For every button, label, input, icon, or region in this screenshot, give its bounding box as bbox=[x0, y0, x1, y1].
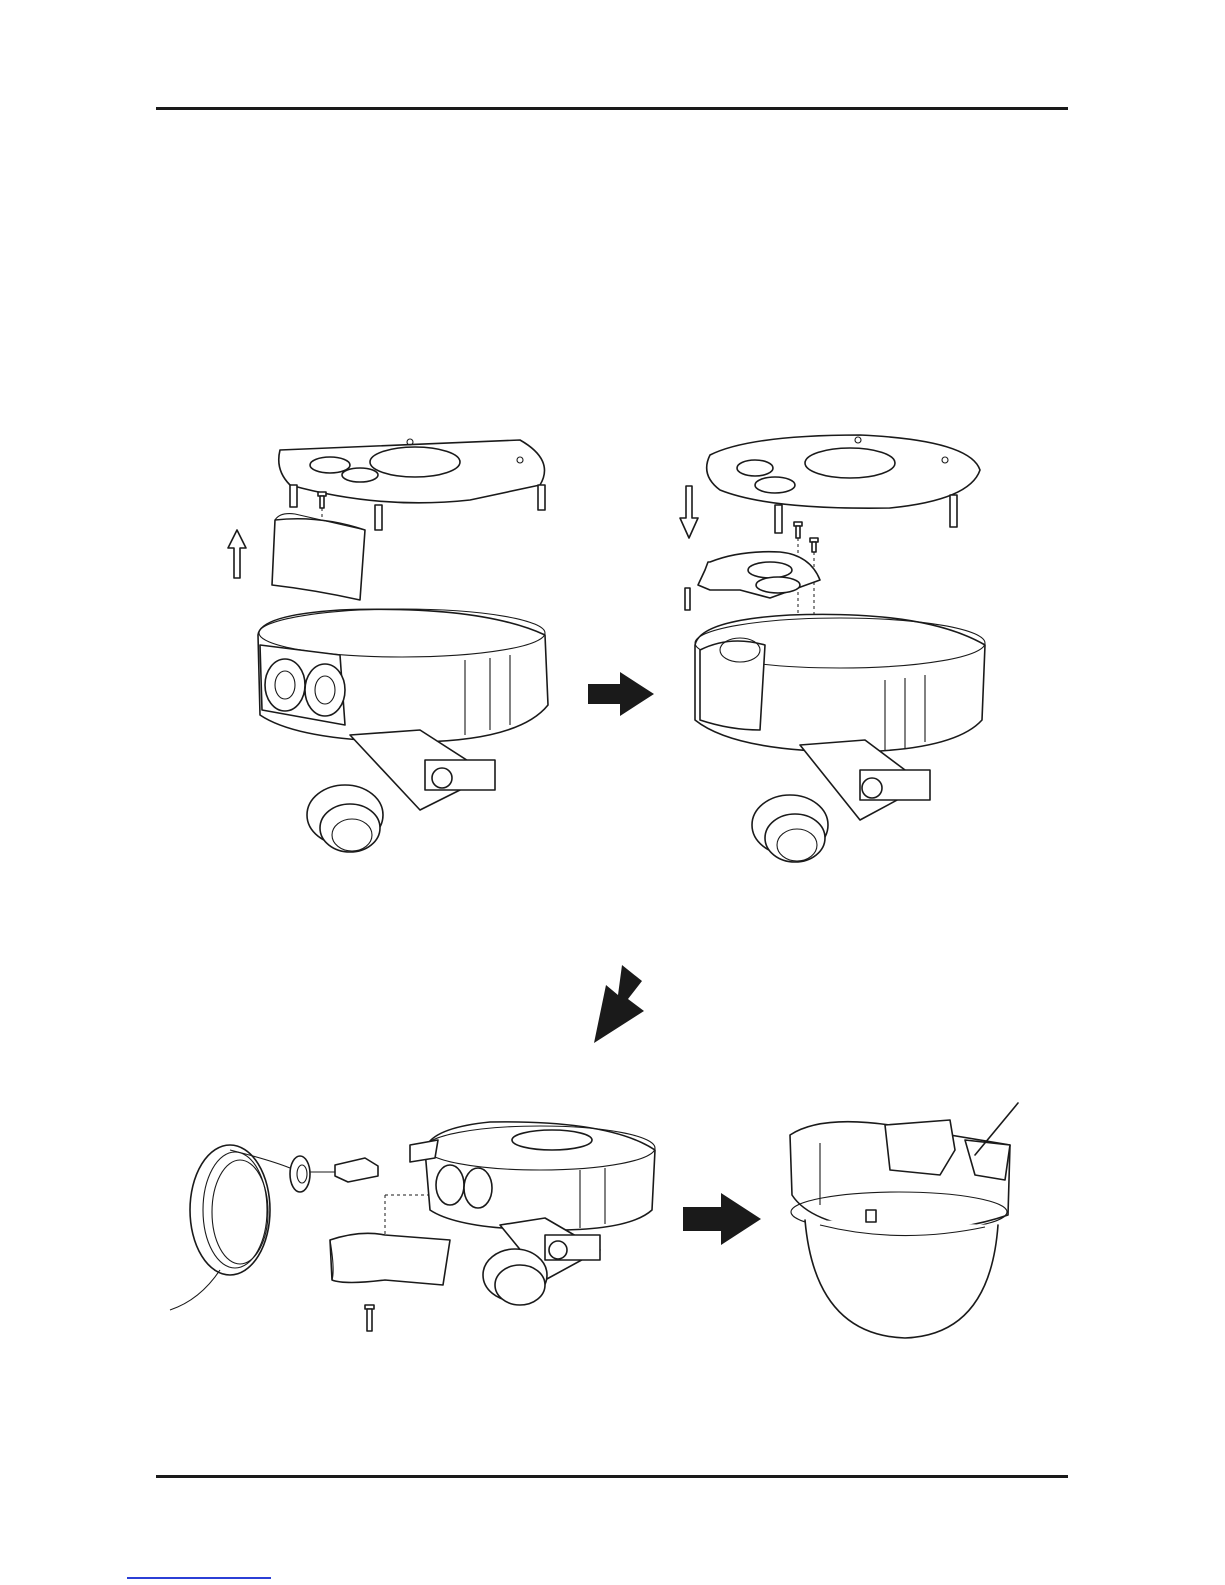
mount-plate-icon bbox=[707, 435, 980, 533]
camera-base-icon bbox=[695, 614, 985, 862]
footer-link-underline[interactable] bbox=[127, 1577, 271, 1579]
down-arrow-outline-icon bbox=[680, 486, 698, 538]
step-4-illustration bbox=[780, 1095, 1040, 1355]
up-arrow-outline-icon bbox=[228, 530, 246, 578]
bracket-plate-icon bbox=[685, 552, 820, 610]
grommet-icon bbox=[290, 1156, 310, 1192]
step-3-illustration bbox=[160, 1110, 660, 1350]
right-arrow-solid-icon bbox=[588, 672, 658, 716]
camera-base-icon bbox=[258, 609, 548, 852]
side-cover-icon bbox=[272, 514, 365, 600]
footer-rule bbox=[156, 1475, 1068, 1478]
step-1-illustration bbox=[220, 430, 570, 880]
down-left-arrow-solid-icon bbox=[590, 965, 650, 1045]
screw-icon bbox=[318, 492, 326, 522]
camera-base-icon bbox=[410, 1122, 655, 1305]
rj45-connector-icon bbox=[310, 1158, 378, 1182]
dome-camera-assembled-icon bbox=[790, 1103, 1018, 1338]
mount-plate-icon bbox=[279, 439, 545, 530]
step-2-illustration bbox=[660, 430, 1010, 880]
cable-coil-icon bbox=[170, 1145, 290, 1310]
screw-icon bbox=[365, 1305, 374, 1331]
header-rule bbox=[156, 107, 1068, 110]
right-arrow-solid-icon bbox=[683, 1193, 763, 1245]
